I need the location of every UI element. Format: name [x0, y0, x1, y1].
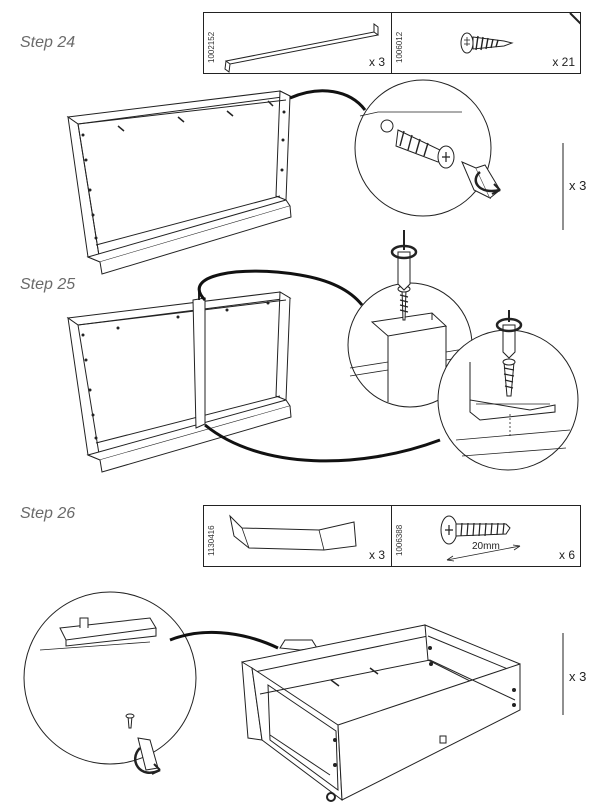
- part-handle-cell: 1130416 x 3: [204, 506, 391, 566]
- drawer-handle-icon: [229, 514, 357, 551]
- step-26-drawer-box: [241, 624, 521, 802]
- step-24-holes: [81, 110, 286, 240]
- step-25-detail-circle-b: [437, 310, 579, 471]
- step-26-holes: [333, 646, 516, 767]
- step-24-cabinet-frame: [66, 90, 292, 275]
- part-qty: x 6: [558, 548, 575, 562]
- part-bracket-cell: 1002152 x 3: [204, 13, 391, 73]
- step-24-label: Step 24: [20, 34, 76, 51]
- machine-screw-icon: 20mm: [440, 515, 521, 562]
- step-25-cabinet-frame: [66, 290, 292, 473]
- part-qty: x 3: [368, 55, 385, 69]
- part-machine-screw-cell: 1006388 20mm x 6: [391, 506, 581, 566]
- part-qty: x 21: [552, 55, 575, 69]
- step-25-holes: [81, 301, 270, 440]
- step-26-repeat-qty: x 3: [569, 669, 587, 684]
- detail-connector-24: [289, 89, 367, 111]
- step-24-screws: [117, 100, 274, 132]
- step-26-parts-box: 1130416 x 3 1006388 20mm x 6: [203, 505, 581, 567]
- step-24-parts-box: 1002152 x 3 1006012 x 21: [203, 12, 582, 74]
- screwdriver-icon: [397, 251, 411, 291]
- step-24-detail-circle: [354, 79, 501, 217]
- wood-screw-icon: [460, 12, 582, 54]
- handle-outline: [279, 639, 318, 651]
- detail-connector-25a: [197, 269, 364, 306]
- step-25-label: Step 25: [20, 276, 76, 293]
- screw-length-label: 20mm: [472, 541, 500, 552]
- step-26-label: Step 26: [20, 505, 76, 522]
- part-qty: x 3: [368, 548, 385, 562]
- detail-connector-26: [169, 631, 279, 650]
- step-26-detail-circle: [23, 591, 197, 775]
- drawer-wheel-icon: [326, 792, 336, 802]
- step-26-screws: [330, 667, 379, 687]
- part-screw-cell: 1006012 x 21: [391, 12, 582, 73]
- metal-bracket-icon: [224, 23, 380, 73]
- step-24-repeat-qty: x 3: [569, 178, 587, 193]
- screwdriver-icon: [502, 324, 516, 359]
- detail-connector-25b: [204, 423, 441, 463]
- step-25-detail-circle-a: [347, 230, 473, 408]
